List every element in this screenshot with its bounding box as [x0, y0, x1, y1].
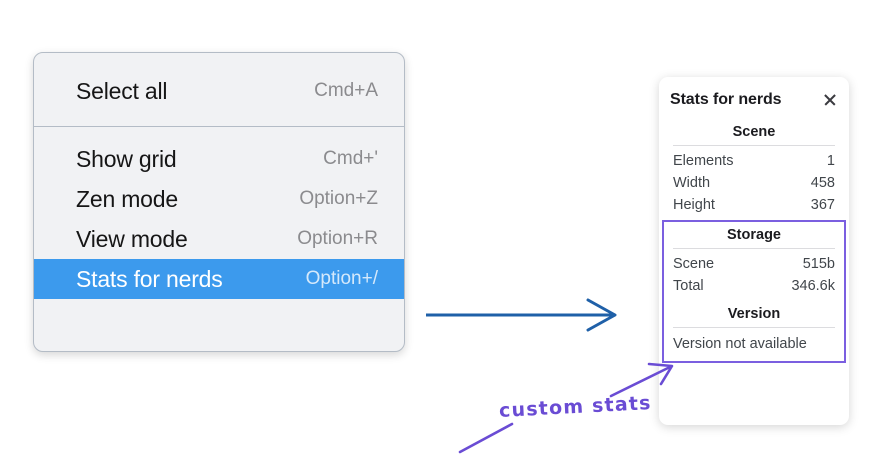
stat-label: Width [673, 175, 711, 191]
section-divider [673, 327, 835, 328]
stat-row-storage-total: Total 346.6k [670, 275, 838, 297]
section-divider [673, 248, 835, 249]
menu-item-zen-mode[interactable]: Zen mode Option+Z [34, 179, 404, 219]
menu-item-label: View mode [76, 225, 188, 252]
stats-panel-header: Stats for nerds [670, 91, 838, 109]
menu-item-shortcut: Option+Z [299, 188, 378, 209]
menu-item-select-all[interactable]: Select all Cmd+A [34, 71, 404, 111]
menu-separator [34, 126, 404, 127]
menu-item-label: Stats for nerds [76, 265, 223, 292]
callout-underline-stroke [458, 422, 514, 454]
menu-item-shortcut: Option+/ [305, 268, 378, 289]
context-menu-group-2: Show grid Cmd+' Zen mode Option+Z View m… [34, 127, 404, 311]
stat-row-height: Height 367 [670, 194, 838, 216]
stat-row-elements: Elements 1 [670, 150, 838, 172]
section-title-scene: Scene [732, 124, 776, 140]
stat-value: 515b [802, 256, 835, 272]
menu-item-show-grid[interactable]: Show grid Cmd+' [34, 139, 404, 179]
section-title-version: Version [727, 306, 781, 322]
menu-item-label: Zen mode [76, 185, 178, 212]
flow-arrow-icon [426, 298, 617, 332]
stats-for-nerds-panel: Stats for nerds Scene Elements 1 Width 4… [659, 77, 849, 425]
menu-item-label: Select all [76, 77, 168, 104]
stat-row-version-value: Version not available [673, 336, 807, 352]
stat-label: Scene [673, 256, 715, 272]
callout-label: custom stats [498, 392, 653, 422]
stat-label: Elements [673, 153, 734, 169]
context-menu-group-1: Select all Cmd+A [34, 53, 404, 126]
stat-row-width: Width 458 [670, 172, 838, 194]
stat-value: 346.6k [791, 278, 835, 294]
stat-value: 458 [810, 175, 835, 191]
stat-value: 1 [826, 153, 835, 169]
menu-item-shortcut: Cmd+A [314, 80, 378, 101]
panel-title: Stats for nerds [670, 91, 782, 108]
custom-stats-highlight-box: Storage Scene 515b Total 346.6k Version … [662, 220, 846, 363]
menu-item-view-mode[interactable]: View mode Option+R [34, 219, 404, 259]
stat-label: Height [673, 197, 715, 213]
stat-value: 367 [810, 197, 835, 213]
menu-item-shortcut: Option+R [297, 228, 378, 249]
menu-item-shortcut: Cmd+' [323, 148, 378, 169]
menu-item-stats-for-nerds[interactable]: Stats for nerds Option+/ [34, 259, 404, 299]
menu-item-label: Show grid [76, 145, 177, 172]
section-title-storage: Storage [727, 227, 781, 243]
stat-label: Total [673, 278, 704, 294]
stat-row-storage-scene: Scene 515b [670, 253, 838, 275]
section-divider [673, 145, 835, 146]
close-icon[interactable] [822, 92, 838, 108]
context-menu: Select all Cmd+A Show grid Cmd+' Zen mod… [33, 52, 405, 352]
